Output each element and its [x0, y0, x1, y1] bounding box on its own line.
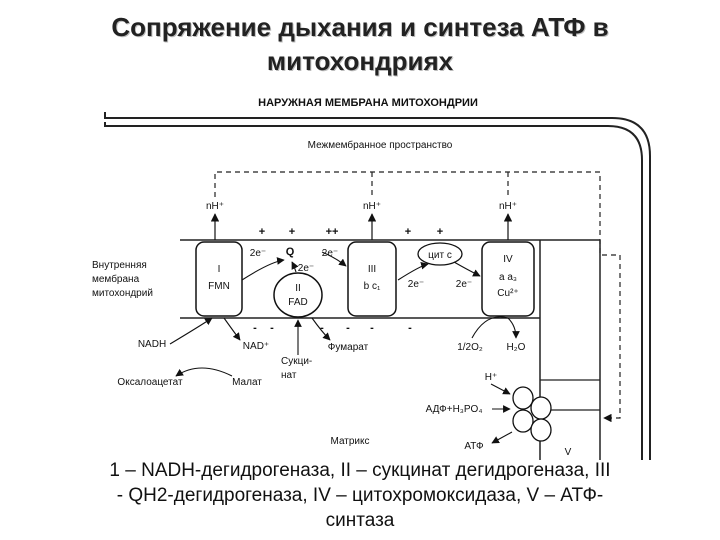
intermembrane-space-label: Межмембранное пространство: [308, 139, 453, 151]
caption-line-2: - QH2-дегидрогеназа, IV – цитохромоксида…: [116, 485, 604, 506]
matrix-label: Матрикс: [331, 436, 370, 447]
complex-i-label: I: [218, 264, 221, 275]
complex-iv-cofactor-2: Cu²⁺: [497, 288, 518, 299]
nad-label: NAD⁺: [243, 341, 269, 352]
plus-sign: +: [405, 226, 411, 238]
minus-sign: -: [408, 322, 412, 334]
complex-iv-label: IV: [503, 254, 513, 265]
malate-label: Малат: [232, 377, 262, 388]
complex-v: [512, 386, 552, 442]
inner-membrane-label: Внутренняя мембрана митохондрий: [92, 260, 153, 299]
fumarate-arrow: [311, 317, 331, 341]
outer-membrane-label: НАРУЖНАЯ МЕМБРАНА МИТОХОНДРИИ: [258, 97, 478, 109]
complex-i: [195, 241, 243, 317]
succinate-label: Сукци- нат: [281, 356, 315, 381]
complex-ii: [273, 272, 323, 318]
minus-sign: -: [270, 322, 274, 334]
caption: 1 – NADH-дегидрогеназа, II – сукцинат де…: [0, 458, 720, 533]
nadh-oxidation-arrow: [169, 317, 213, 345]
minus-sign: -: [346, 322, 350, 334]
cytochrome-c-label: цит с: [428, 250, 452, 261]
malate-to-oxaloacetate-arrow: [175, 367, 233, 377]
proton-label-2: nH⁺: [363, 201, 381, 212]
h-plus-arrow: [490, 383, 511, 395]
proton-label-1: nH⁺: [206, 201, 224, 212]
minus-sign: -: [370, 322, 374, 334]
plus-sign: ++: [326, 226, 339, 238]
outer-membrane: [104, 112, 651, 460]
plus-sign: +: [437, 226, 443, 238]
oxygen-reduction-arrow: [471, 316, 520, 339]
title-line-1: Сопряжение дыхания и синтеза АТФ в: [111, 12, 609, 42]
caption-line-3: синтаза: [325, 510, 395, 531]
oxygen-label: 1/2O₂: [457, 342, 483, 353]
water-label: H₂O: [507, 342, 526, 353]
proton-label-3: nH⁺: [499, 201, 517, 212]
electron-label: 2e⁻: [298, 263, 314, 274]
ubiquinone-label: Q: [286, 246, 295, 258]
complex-iv: [481, 241, 535, 317]
plus-sign: +: [289, 226, 295, 238]
electron-label: 2e⁻: [456, 279, 472, 290]
minus-sign: -: [253, 322, 257, 334]
h-plus-label: H⁺: [485, 372, 498, 383]
electron-label: 2e⁻: [322, 248, 338, 259]
plus-sign: +: [259, 226, 265, 238]
slide-title: Сопряжение дыхания и синтеза АТФ в митох…: [0, 10, 720, 78]
electron-flow-arrows: [241, 251, 481, 281]
atp-label: АТФ: [464, 441, 484, 452]
caption-line-1: 1 – NADH-дегидрогеназа, II – сукцинат де…: [109, 460, 611, 481]
complex-ii-cofactor: FAD: [288, 297, 307, 308]
adp-label: АДФ+H₃PO₄: [426, 404, 483, 415]
atp-arrow: [491, 431, 513, 444]
complex-v-label: V: [565, 447, 572, 458]
minus-sign: -: [320, 322, 324, 334]
electron-label: 2e⁻: [250, 248, 266, 259]
complex-i-cofactor: FMN: [208, 281, 230, 292]
proton-dashed-loop: [214, 171, 621, 423]
cytochrome-c: [417, 242, 463, 266]
complex-iii: [347, 241, 397, 317]
nadh-label: NADH: [138, 339, 166, 350]
complex-iv-cofactor-1: a a₃: [499, 272, 517, 283]
electron-label: 2e⁻: [408, 279, 424, 290]
complex-ii-label: II: [295, 283, 301, 294]
nad-release-arrow: [223, 317, 241, 341]
fumarate-label: Фумарат: [328, 342, 369, 353]
complex-iii-label: III: [368, 264, 376, 275]
complex-iii-cofactor: b c₁: [364, 281, 381, 292]
oxaloacetate-label: Оксалоацетат: [117, 377, 183, 388]
title-line-2: митохондриях: [266, 46, 454, 76]
